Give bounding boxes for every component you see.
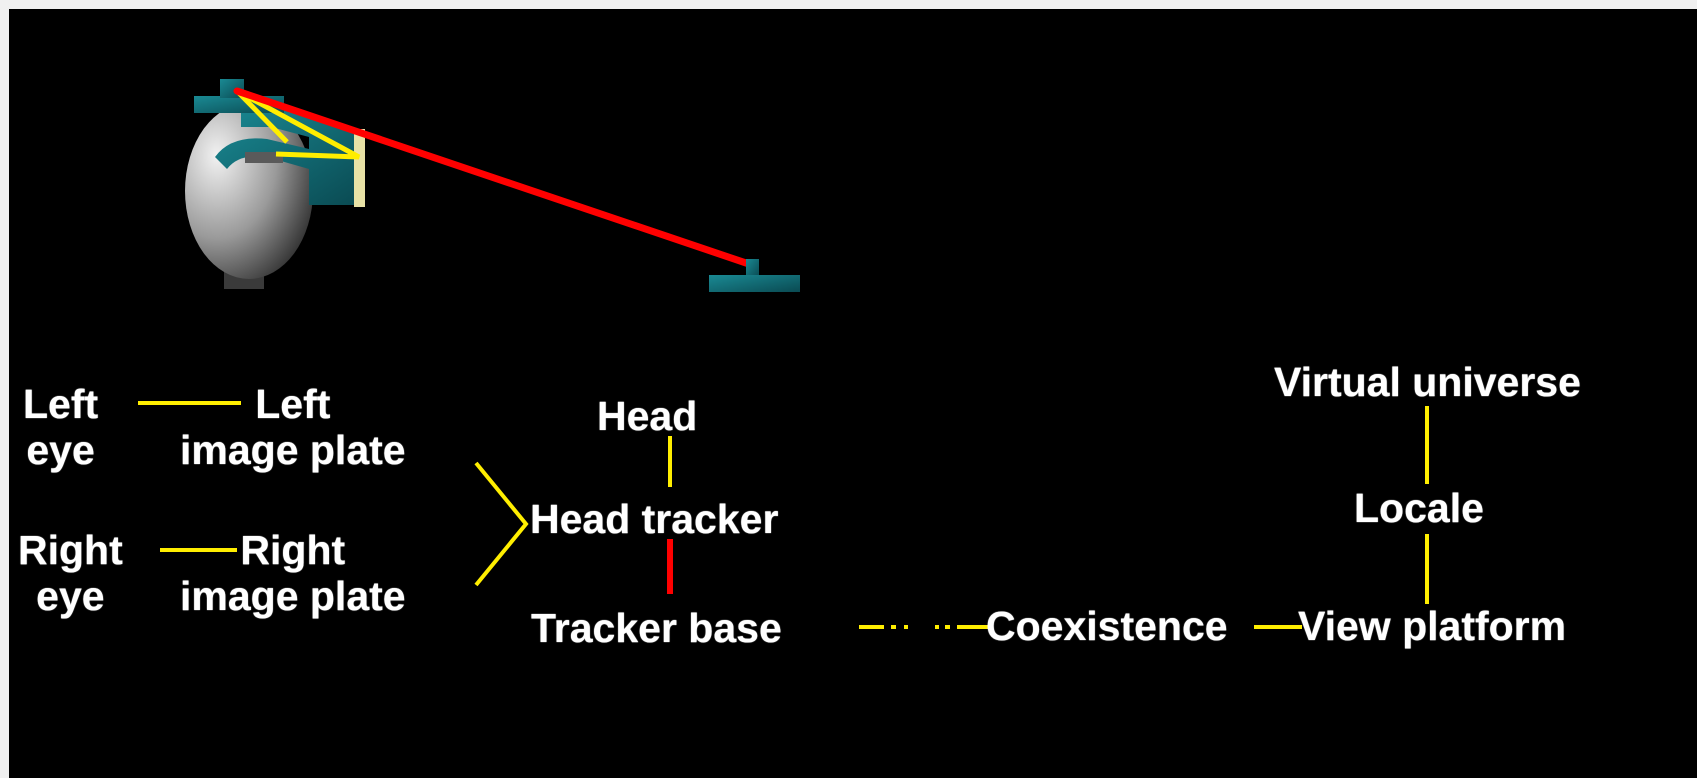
left-image-plate-label-line1: Left: [255, 381, 331, 427]
left-eye-label: Left eye: [23, 381, 98, 473]
connector-plates-to-head-tracker: [474, 461, 529, 587]
right-image-plate-label-line1: Right: [240, 527, 346, 573]
tracking-beam-line: [233, 87, 753, 268]
right-eye-label-line1: Right: [18, 527, 123, 573]
right-eye-label: Right eye: [18, 527, 123, 619]
locale-label: Locale: [1354, 485, 1484, 531]
optical-path-line: [235, 89, 289, 144]
head-label: Head: [597, 393, 698, 439]
left-eye-label-line2: eye: [26, 427, 95, 473]
virtual-universe-label: Virtual universe: [1274, 359, 1581, 405]
head-tracker-label: Head tracker: [530, 496, 779, 542]
right-image-plate-label-line2: image plate: [180, 573, 406, 619]
left-image-plate-label-line2: image plate: [180, 427, 406, 473]
right-eye-label-line2: eye: [36, 573, 105, 619]
view-platform-label: View platform: [1298, 603, 1567, 649]
optical-path-line: [235, 88, 361, 160]
diagram-graphics: [138, 79, 1429, 629]
left-image-plate-label: Left image plate: [180, 381, 406, 473]
tracker-base-label: Tracker base: [531, 605, 782, 651]
tracker-base-icon: [709, 259, 800, 292]
diagram-canvas: Left eye Left image plate Right eye Righ…: [9, 9, 1697, 778]
eye-shape: [245, 152, 283, 163]
image-plate-icon: [354, 129, 365, 207]
right-image-plate-label: Right image plate: [180, 527, 406, 619]
left-eye-label-line1: Left: [23, 381, 99, 427]
coexistence-label: Coexistence: [986, 603, 1228, 649]
